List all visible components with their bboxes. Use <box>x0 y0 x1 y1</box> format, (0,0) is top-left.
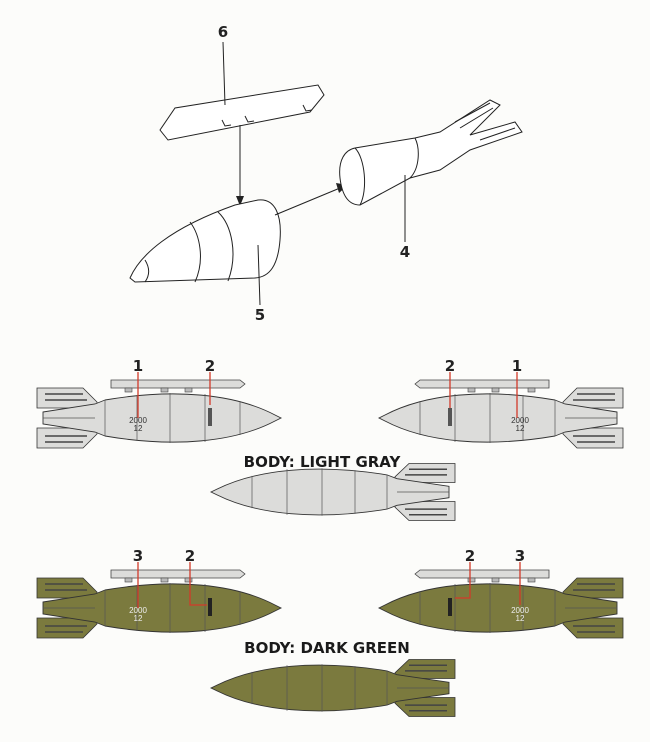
bomb-left-view: 2000 12 <box>36 379 282 449</box>
arrowhead-icon <box>236 196 244 206</box>
callout-2: 2 <box>205 357 215 375</box>
marking-3-right-line2: 12 <box>516 614 525 623</box>
part-label-6: 6 <box>218 23 228 41</box>
bomb-left-view: 2000 12 <box>36 569 282 639</box>
marking-3-line2: 12 <box>134 614 143 623</box>
bomb-top-view <box>210 658 456 718</box>
bomb-top-view <box>210 462 456 522</box>
callout-1-right: 1 <box>512 357 522 375</box>
marking-1-line2: 12 <box>134 424 143 433</box>
marking-3: 2000 <box>129 606 147 615</box>
marking-2-stencil <box>208 408 212 426</box>
callout-3-right: 3 <box>515 547 525 565</box>
callout-3: 3 <box>133 547 143 565</box>
marking-1: 2000 <box>129 416 147 425</box>
arrow-part5-to-4 <box>274 187 341 216</box>
marking-1-right-line2: 12 <box>516 424 525 433</box>
part-label-5: 5 <box>255 306 265 324</box>
marking-1-right: 2000 <box>511 416 529 425</box>
part-6-suspension-lug <box>159 84 325 141</box>
callout-2-right: 2 <box>445 357 455 375</box>
light-gray-scheme: 2000 12 1 2 2000 12 2 1 BODY: LIGHT GRAY <box>36 357 624 522</box>
caption-dark-green: BODY: DARK GREEN <box>244 639 410 657</box>
bomb-right-view <box>378 569 624 639</box>
dark-green-scheme: 2000 12 3 2 2000 12 2 3 BODY: DARK GREEN <box>36 547 624 718</box>
part-5-nose-section <box>129 199 281 283</box>
callout-1: 1 <box>133 357 143 375</box>
part-label-4: 4 <box>400 243 410 261</box>
assembly-diagram: 6 4 5 <box>129 23 523 324</box>
callout-2-right: 2 <box>465 547 475 565</box>
bomb-right-view <box>378 379 624 449</box>
marking-3-right: 2000 <box>511 606 529 615</box>
caption-light-gray: BODY: LIGHT GRAY <box>244 453 402 471</box>
callout-2: 2 <box>185 547 195 565</box>
part-4-tail-section <box>339 99 523 206</box>
